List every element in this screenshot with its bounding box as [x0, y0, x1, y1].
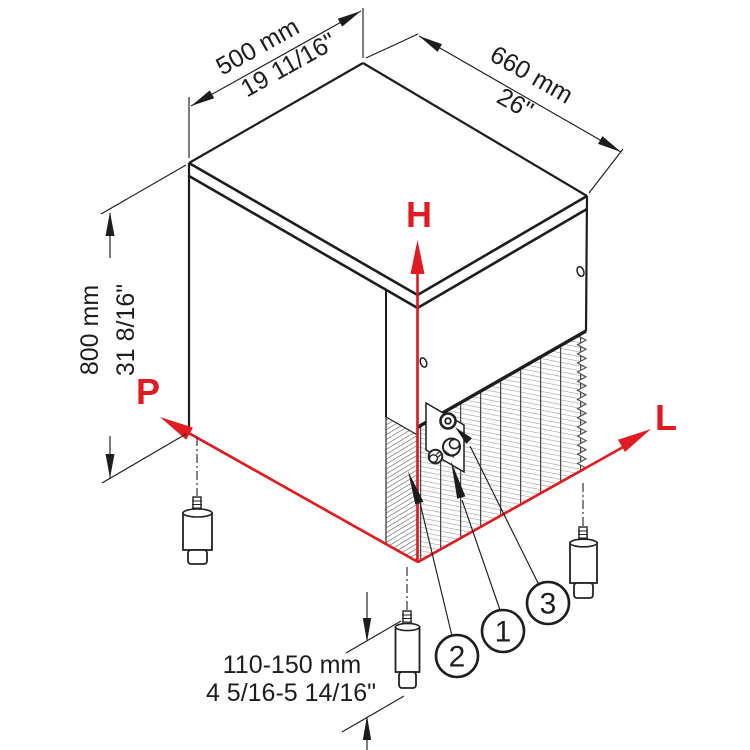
axis-h-label: H: [406, 194, 432, 235]
dimension-height-left: 800 mm 31 8/16": [76, 164, 187, 484]
pointer-arrow-1: [451, 461, 466, 499]
pointer-arrow-3: [455, 427, 472, 444]
foot-middle: [394, 567, 421, 689]
adjustable-feet: [182, 437, 598, 689]
foot-left: [182, 437, 213, 565]
screw-hole-rear: [576, 265, 585, 278]
callout-3-number: 3: [540, 588, 557, 621]
leader-line-2: [419, 502, 453, 637]
right-vertical-edge: [584, 195, 589, 332]
callouts: 2 1 3: [408, 427, 571, 679]
axis-p-line: [184, 429, 419, 564]
leader-line-1: [461, 499, 501, 611]
callout-1-number: 1: [495, 616, 512, 649]
lid-band-right-edge: [416, 207, 588, 310]
pointer-arrow-2: [408, 471, 424, 505]
top-back-left-edge: [188, 62, 364, 164]
axis-p-label: P: [136, 371, 160, 412]
right-face-panel: [417, 210, 587, 427]
condenser-grille: [418, 330, 588, 562]
dimension-feet-range: 110-150 mm 4 5/16-5 14/16": [206, 592, 405, 750]
axis-h-arrowhead: [410, 240, 425, 274]
foot-right: [569, 483, 598, 599]
machine-body: [187, 62, 589, 563]
axis-l-label: L: [655, 397, 677, 438]
feet-dimension-mm: 110-150 mm: [223, 651, 362, 679]
feet-dimension-inch: 4 5/16-5 14/16": [206, 679, 376, 707]
callout-1: 1: [480, 608, 526, 654]
grille-fin-zigzag-edge: [576, 330, 588, 469]
top-front-left-edge: [188, 161, 419, 297]
fitting-water-inlet: [442, 437, 461, 458]
callout-2: 2: [434, 633, 480, 679]
height-dimension-mm: 800 mm: [76, 285, 104, 375]
leader-line-3: [469, 445, 540, 586]
screw-hole-front: [419, 357, 428, 368]
axis-l-line: [417, 444, 626, 564]
fitting-drain: [427, 448, 444, 465]
callout-2-number: 2: [449, 641, 466, 674]
height-dimension-inch: 31 8/16": [112, 284, 140, 376]
fitting-cable-grommet: [439, 412, 457, 430]
top-back-right-edge: [362, 62, 588, 197]
top-front-right-edge: [416, 194, 588, 297]
axis-l-arrowhead: [618, 429, 651, 452]
callout-3: 3: [525, 580, 571, 626]
lid-band-left-edge: [188, 174, 419, 310]
connection-panel: [425, 401, 465, 474]
top-face: [189, 63, 587, 295]
grille-top-bulkhead-edge: [417, 329, 587, 429]
